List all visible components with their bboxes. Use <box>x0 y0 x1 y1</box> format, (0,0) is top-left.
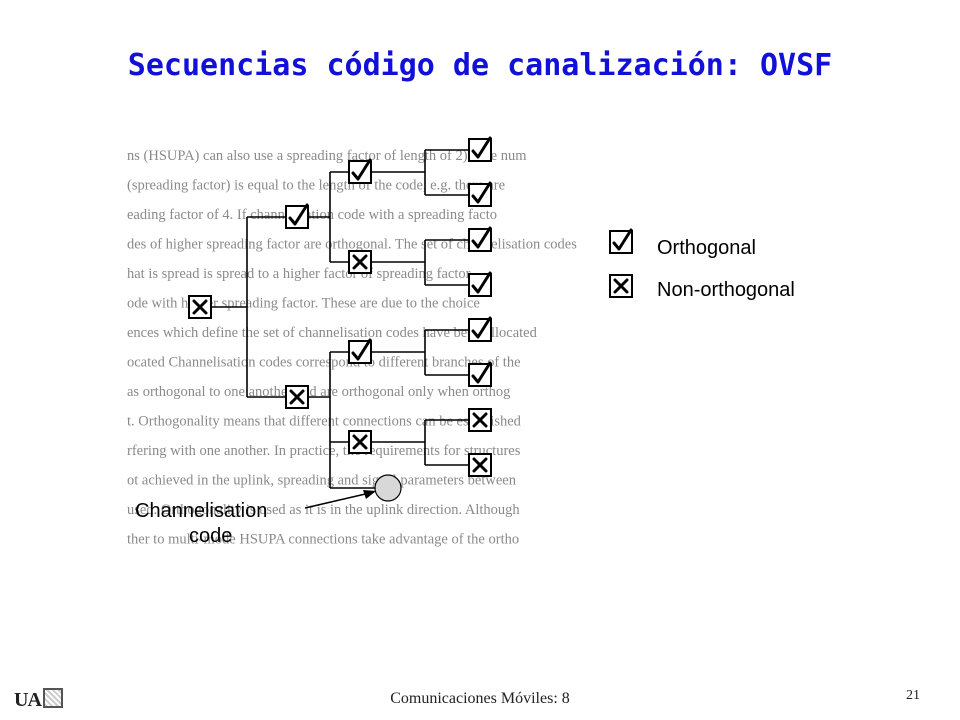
background-text-line: ocated Channelisation codes correspond t… <box>127 355 521 371</box>
background-text-line: used. Orthogonality is used as it is in … <box>127 502 520 518</box>
level3-node-icon <box>468 408 492 432</box>
background-text-line: rfering with one another. In practice, t… <box>127 443 521 459</box>
level3-node-icon <box>468 181 492 207</box>
background-text-line: (spreading factor) is equal to the lengt… <box>127 178 505 194</box>
level3-node-icon <box>468 316 492 342</box>
level2-node-icon <box>348 430 372 454</box>
level1-node-icon <box>285 385 309 409</box>
legend: Orthogonal Non-orthogonal <box>609 228 795 301</box>
legend-orthogonal-label: Orthogonal <box>657 237 756 259</box>
page-number: 21 <box>906 688 920 703</box>
level3-node-icon <box>468 361 492 387</box>
footer-course-title: Comunicaciones Móviles: 8 <box>390 690 570 707</box>
background-text-line: hat is spread is spread to a higher fact… <box>127 266 471 282</box>
root-node-icon <box>188 295 212 319</box>
scanned-background-text: ns (HSUPA) can also use a spreading fact… <box>127 148 577 548</box>
university-logo: UA <box>14 688 63 712</box>
cross-icon <box>609 274 633 298</box>
background-text-line: as orthogonal to one another and are ort… <box>127 384 510 400</box>
background-text-line: ther to multi-mode HSUPA connections tak… <box>127 532 519 548</box>
background-text-line: t. Orthogonality means that different co… <box>127 414 522 430</box>
legend-orthogonal-icon <box>609 228 633 254</box>
logo-mark-icon <box>42 688 63 708</box>
annotation-line-2: code <box>189 525 232 547</box>
legend-non-orthogonal-icon <box>609 274 633 298</box>
level3-node-icon <box>468 136 492 162</box>
level1-node-icon <box>285 203 309 229</box>
level3-node-icon <box>468 453 492 477</box>
level2-node-icon <box>348 338 372 364</box>
background-text-line: ode with higher spreading factor. These … <box>127 296 480 312</box>
annotation-arrow-line <box>304 491 375 509</box>
tree-nodes <box>188 136 492 477</box>
background-text-line: ot achieved in the uplink, spreading and… <box>127 473 517 489</box>
background-text-line: ns (HSUPA) can also use a spreading fact… <box>127 148 527 164</box>
annotation-line-1: Channelisation <box>135 500 267 522</box>
level3-node-icon <box>468 271 492 297</box>
annotation-arrow-head <box>363 490 376 499</box>
background-text-line: eading factor of 4. If channelisation co… <box>127 207 497 223</box>
level3-node-icon <box>468 226 492 252</box>
channelisation-code-annotation: Channelisation code <box>135 474 402 547</box>
tree-branches <box>211 149 469 489</box>
background-text-line: ences which define the set of channelisa… <box>127 325 538 341</box>
level2-node-icon <box>348 158 372 184</box>
page-title: Secuencias código de canalización: OVSF <box>127 48 833 83</box>
checkmark-icon <box>609 228 633 254</box>
legend-non-orthogonal-label: Non-orthogonal <box>657 279 795 301</box>
level2-node-icon <box>348 250 372 274</box>
highlighted-code-marker <box>374 474 402 502</box>
ovsf-code-tree-diagram: ns (HSUPA) can also use a spreading fact… <box>127 136 795 548</box>
